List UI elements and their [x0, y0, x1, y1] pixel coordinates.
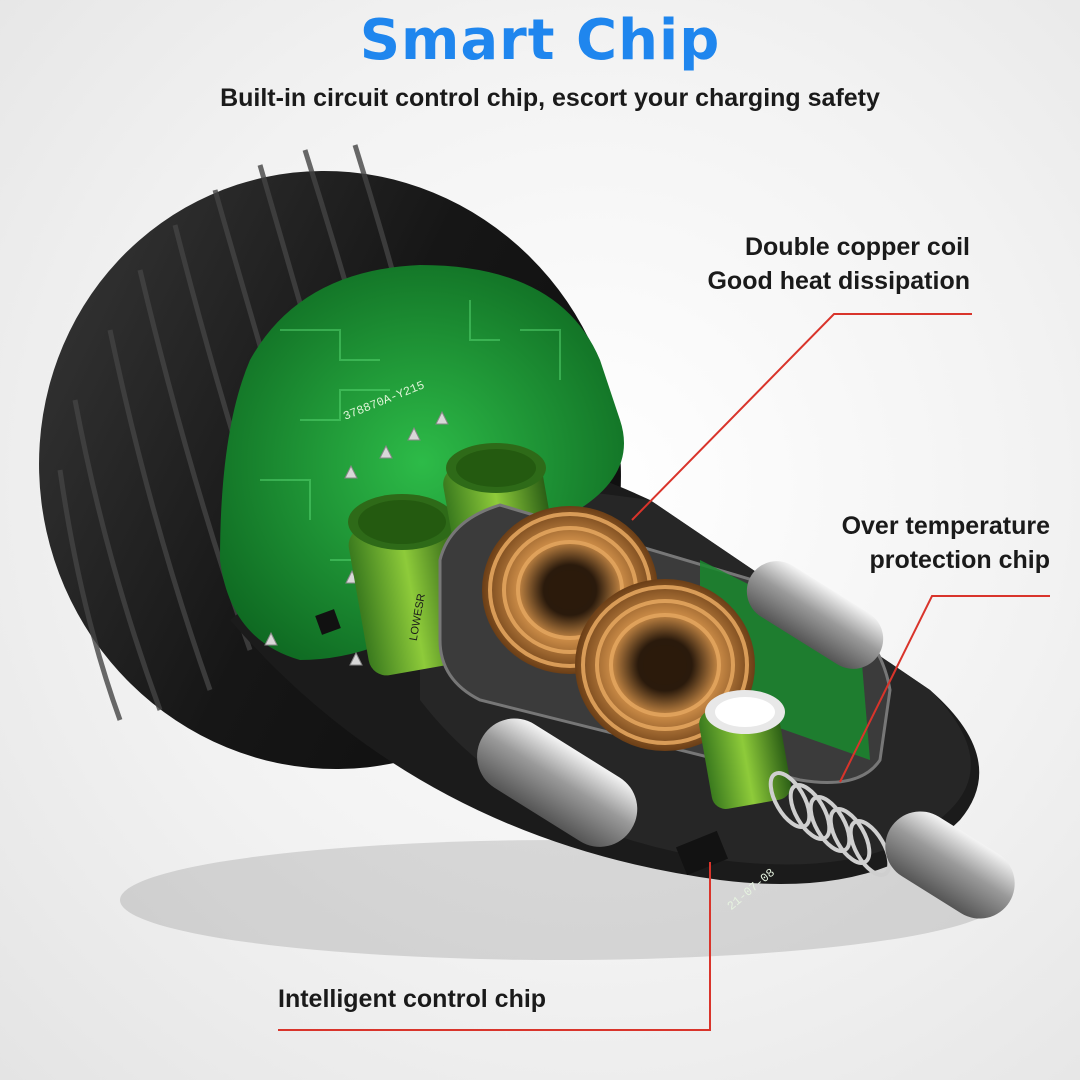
side-contact-right — [746, 561, 884, 669]
callout-copper-coil: Double copper coil Good heat dissipation — [707, 230, 970, 298]
side-contact-left — [477, 718, 638, 847]
callout-temp-line1: Over temperature — [841, 512, 1050, 540]
circuit-board: 378870A-Y215 — [220, 265, 624, 666]
control-chip — [675, 830, 729, 876]
smd-chip — [315, 609, 341, 635]
page-subtitle: Built-in circuit control chip, escort yo… — [220, 84, 880, 112]
callout-coil-line2: Good heat dissipation — [707, 267, 970, 295]
page-title: Smart Chip — [359, 8, 721, 73]
callout-temperature: Over temperature protection chip — [842, 509, 1050, 577]
callout-coil-line1: Double copper coil — [744, 233, 970, 261]
leader-line-temp — [839, 595, 1050, 783]
leader-line-coil — [631, 313, 972, 521]
leader-lines — [278, 313, 1050, 1031]
callout-control-chip: Intelligent control chip — [278, 985, 547, 1013]
leader-line-chip — [278, 862, 711, 1031]
capacitor-small — [699, 690, 791, 809]
callout-temp-line2: protection chip — [869, 546, 1050, 574]
plug-tip — [885, 811, 1015, 919]
spring-contact — [768, 771, 892, 877]
